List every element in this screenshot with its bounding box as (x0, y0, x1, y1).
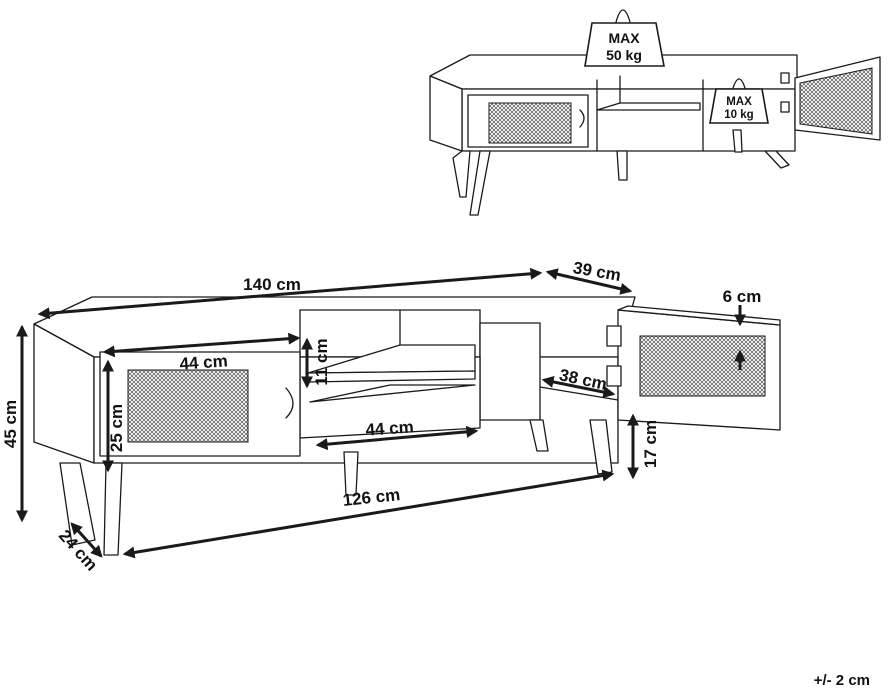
small-leg-3 (616, 150, 628, 181)
dim-door-height-label: 25 cm (107, 404, 126, 452)
small-hinge-top (780, 72, 790, 84)
right-compartment (479, 322, 541, 421)
main-hinge-top (606, 325, 622, 347)
weight-10-line2: 10 kg (724, 109, 753, 121)
small-leg-4 (732, 129, 743, 153)
main-leg-back-right (529, 419, 549, 452)
dim-width-label: 140 cm (243, 275, 301, 294)
tolerance-note: +/- 2 cm (814, 672, 870, 689)
main-left-handle (285, 387, 294, 419)
weight-50-line1: MAX (608, 30, 640, 46)
small-shelf (596, 102, 701, 111)
main-leg-front-left-2 (103, 462, 123, 556)
small-left-rattan (488, 102, 572, 144)
small-leg-1 (452, 150, 471, 198)
dim-width-line (37, 267, 543, 320)
dim-door-thickness-label: 6 cm (723, 287, 762, 306)
weight-icon-50kg: MAX 50 kg (584, 9, 665, 67)
weight-50-line2: 50 kg (606, 47, 642, 63)
dim-door-width-line (102, 332, 301, 358)
dim-height-label: 45 cm (1, 400, 20, 448)
lower-shelf-edge (309, 384, 476, 403)
dim-door-width-label: 44 cm (179, 351, 228, 373)
dim-leg-height-label: 17 cm (641, 420, 660, 468)
small-open-rattan (799, 67, 873, 135)
small-leg-2 (469, 150, 491, 216)
dim-leg-depth-line (70, 522, 103, 558)
main-hinge-bottom (606, 365, 622, 387)
dim-leg-span-line (122, 469, 615, 559)
dim-depth-label: 39 cm (572, 258, 623, 285)
small-cabinet-view: MAX 50 kg MAX 10 kg (429, 9, 881, 216)
main-open-rattan (639, 335, 766, 397)
weight-icon-10kg: MAX 10 kg (709, 78, 769, 124)
small-hinge-bottom (780, 101, 790, 113)
weight-10-line1: MAX (726, 96, 752, 108)
small-leg-5 (764, 150, 790, 169)
small-left-side (429, 75, 463, 152)
dim-shelf-width-line (315, 425, 479, 451)
main-leg-back-mid (343, 451, 359, 496)
small-left-handle (579, 109, 585, 128)
dim-shelf-gap-label: 11 cm (312, 338, 331, 385)
main-cabinet-view (33, 296, 781, 556)
dim-depth-line (545, 268, 633, 295)
dimension-lines (15, 267, 746, 559)
dim-shelf-width-label: 44 cm (365, 417, 414, 439)
main-left-rattan (127, 369, 249, 443)
dim-inner-depth-line (541, 376, 616, 398)
